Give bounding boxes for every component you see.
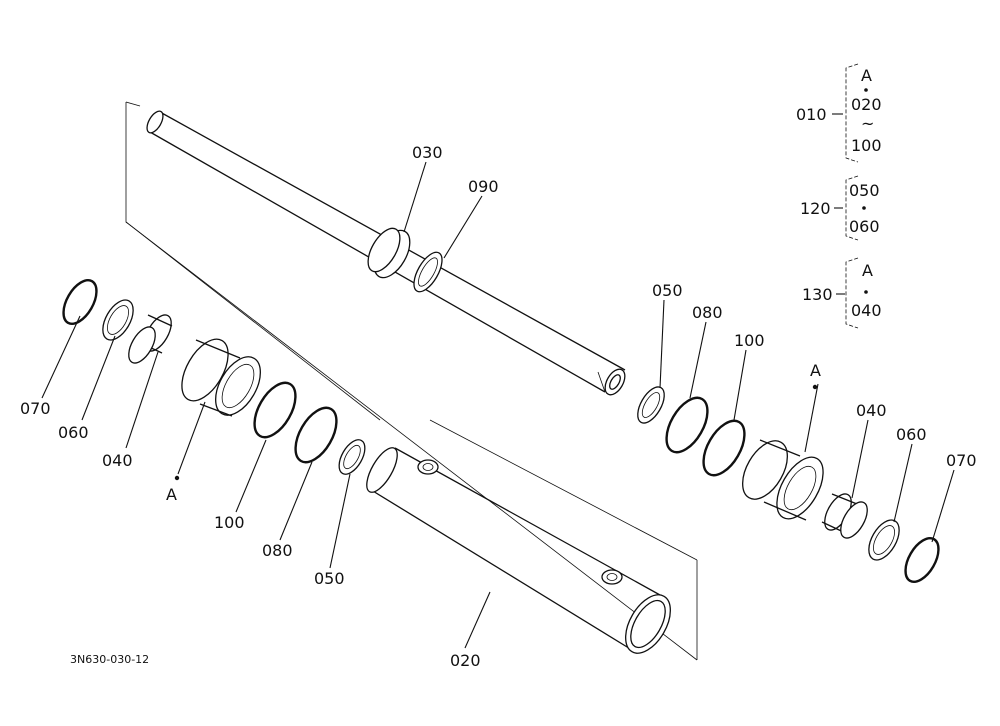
- legend-120-item-060: 060: [849, 217, 880, 236]
- legend-130-assembly: 130: [802, 285, 833, 304]
- right-seal-060: [868, 519, 900, 561]
- left-wiper-050: [338, 439, 366, 475]
- legend-120-assembly: 120: [800, 199, 831, 218]
- callout-100-left: 100: [214, 513, 245, 532]
- right-oring-080: [665, 396, 709, 454]
- legend-130-item-040: 040: [851, 301, 882, 320]
- rod-collar-030: [367, 227, 411, 279]
- legend-130: 130 A 040: [802, 257, 882, 329]
- drawing-code: 3N630-030-12: [70, 653, 149, 666]
- rod-seal-090: [413, 251, 443, 293]
- legend-010-connector: ~: [861, 114, 874, 133]
- legend-010-assembly: 010: [796, 105, 827, 124]
- legend-010: 010 A 020 ~ 100: [796, 63, 882, 163]
- callout-080-right: 080: [692, 303, 723, 322]
- leader-lines: [41, 161, 955, 649]
- callout-070-left: 070: [20, 399, 51, 418]
- legend-010-item-100: 100: [851, 136, 882, 155]
- legend-120-item-050: 050: [849, 181, 880, 200]
- callout-a-left: A: [166, 485, 177, 504]
- legend-120: 120 050 060: [800, 175, 880, 241]
- right-bushing-040: [821, 493, 868, 539]
- left-bushing-040: [128, 314, 173, 364]
- callout-080-left: 080: [262, 541, 293, 560]
- right-wiper-050: [637, 386, 665, 424]
- left-seal-060: [102, 299, 134, 341]
- callout-040-right: 040: [856, 401, 887, 420]
- cylinder-tube: [366, 447, 671, 654]
- callout-100-right: 100: [734, 331, 765, 350]
- legend-010-item-a: A: [861, 66, 872, 85]
- callout-060-right: 060: [896, 425, 927, 444]
- callout-090: 090: [468, 177, 499, 196]
- callout-a-right: A: [810, 361, 821, 380]
- legend-010-item-020: 020: [851, 95, 882, 114]
- reference-dots: [174, 384, 818, 481]
- right-oring-100: [702, 419, 746, 477]
- callout-070-right: 070: [946, 451, 977, 470]
- legend-130-item-a: A: [862, 261, 873, 280]
- left-gland: [181, 338, 261, 417]
- callout-050-right: 050: [652, 281, 683, 300]
- callout-060-left: 060: [58, 423, 89, 442]
- callout-050-left: 050: [314, 569, 345, 588]
- left-oring-100: [253, 381, 297, 439]
- right-snap-ring-070: [904, 537, 940, 583]
- assembly-frame: [125, 101, 698, 661]
- left-oring-080: [294, 406, 338, 464]
- callout-030: 030: [412, 143, 443, 162]
- left-snap-ring-070: [62, 279, 98, 325]
- right-gland: [742, 439, 824, 521]
- callout-020: 020: [450, 651, 481, 670]
- callout-040-left: 040: [102, 451, 133, 470]
